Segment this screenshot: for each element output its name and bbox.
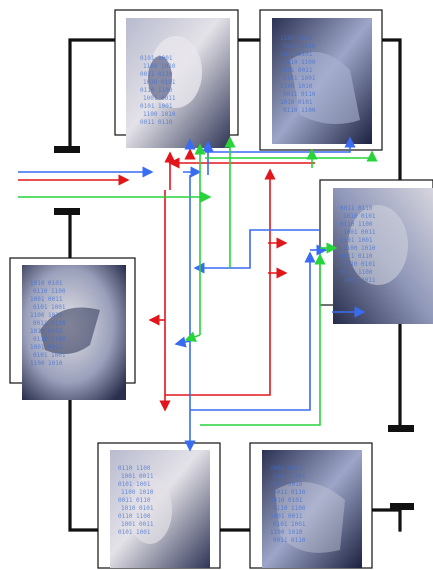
terminal-top-left <box>54 146 80 153</box>
binary-text: 0110 1100 <box>283 107 316 114</box>
panel-top-left <box>115 10 238 148</box>
binary-text: 1100 1010 <box>143 111 176 118</box>
panel-middle-right <box>320 180 433 324</box>
binary-text: 1100 1010 <box>270 481 303 488</box>
binary-text: 0101 1001 <box>273 473 306 480</box>
binary-text: 1001 0011 <box>143 95 176 102</box>
wire-bottom-right-lead <box>372 510 400 530</box>
binary-text: 0011 0110 <box>33 320 66 327</box>
binary-text: 1001 0011 <box>30 296 63 303</box>
panel-bottom-left <box>98 443 220 568</box>
binary-text: 0101 1001 <box>33 304 66 311</box>
binary-text: 0011 0110 <box>273 489 306 496</box>
binary-text: 0101 1001 <box>118 529 151 536</box>
panel-top-right <box>260 10 382 150</box>
binary-text: 1100 1010 <box>30 312 63 319</box>
wire-top-left-lead <box>70 40 115 148</box>
wire-left-lower <box>70 400 98 530</box>
terminal-left-mid <box>54 208 80 215</box>
binary-text: 1001 0011 <box>121 473 154 480</box>
binary-text: 1001 0011 <box>270 513 303 520</box>
binary-text: 1001 0011 <box>343 229 376 236</box>
binary-text: 0011 0110 <box>140 71 173 78</box>
binary-text: 0101 1001 <box>283 75 316 82</box>
binary-text: 0011 0110 <box>118 497 151 504</box>
binary-text: 0110 1100 <box>140 87 173 94</box>
binary-text: 0110 1100 <box>283 59 316 66</box>
binary-text: 0101 1001 <box>118 481 151 488</box>
binary-text: 1010 0101 <box>30 328 63 335</box>
panel-middle-left <box>10 258 135 400</box>
binary-text: 0011 0110 <box>283 43 316 50</box>
binary-text: 1010 0101 <box>121 505 154 512</box>
binary-text: 0110 1100 <box>273 505 306 512</box>
binary-text: 1100 1010 <box>270 529 303 536</box>
binary-text: 1100 1010 <box>280 35 313 42</box>
terminal-right-lower <box>388 425 414 432</box>
binary-text: 0110 1100 <box>340 269 373 276</box>
binary-text: 0011 0110 <box>340 253 373 260</box>
binary-text: 0011 0110 <box>340 205 373 212</box>
binary-text: 1010 0101 <box>280 99 313 106</box>
panel-bottom-right <box>250 443 372 568</box>
binary-text: 1010 0101 <box>30 280 63 287</box>
binary-text: 0101 1001 <box>140 103 173 110</box>
binary-text: 1010 0101 <box>143 79 176 86</box>
binary-text: 0110 1100 <box>118 513 151 520</box>
terminal-bottom-right <box>390 503 414 510</box>
binary-text: 1001 0011 <box>270 465 303 472</box>
binary-text: 1001 0011 <box>30 344 63 351</box>
binary-text: 0110 1100 <box>118 465 151 472</box>
binary-text: 1001 0011 <box>121 521 154 528</box>
wire-right-upper <box>382 40 400 183</box>
binary-text: 1001 0011 <box>343 277 376 284</box>
binary-text: 1010 0101 <box>343 261 376 268</box>
binary-text: 1010 0101 <box>270 497 303 504</box>
binary-text: 0110 1100 <box>340 221 373 228</box>
binary-text: 0101 1001 <box>340 237 373 244</box>
binary-text: 0101 1001 <box>140 55 173 62</box>
binary-text: 0011 0110 <box>283 91 316 98</box>
binary-text: 0011 0110 <box>140 119 173 126</box>
binary-text: 1100 1010 <box>280 83 313 90</box>
binary-text: 1100 1010 <box>343 245 376 252</box>
binary-text: 0011 0110 <box>273 537 306 544</box>
binary-text: 0101 1001 <box>33 352 66 359</box>
binary-text: 1100 1010 <box>143 63 176 70</box>
binary-text: 1100 1010 <box>121 489 154 496</box>
binary-text: 1010 0101 <box>343 213 376 220</box>
binary-text: 1001 0011 <box>280 67 313 74</box>
binary-text: 0110 1100 <box>33 288 66 295</box>
binary-text: 1010 0101 <box>280 51 313 58</box>
binary-text: 1100 1010 <box>30 360 63 367</box>
binary-text: 0101 1001 <box>273 521 306 528</box>
binary-text: 0110 1100 <box>33 336 66 343</box>
